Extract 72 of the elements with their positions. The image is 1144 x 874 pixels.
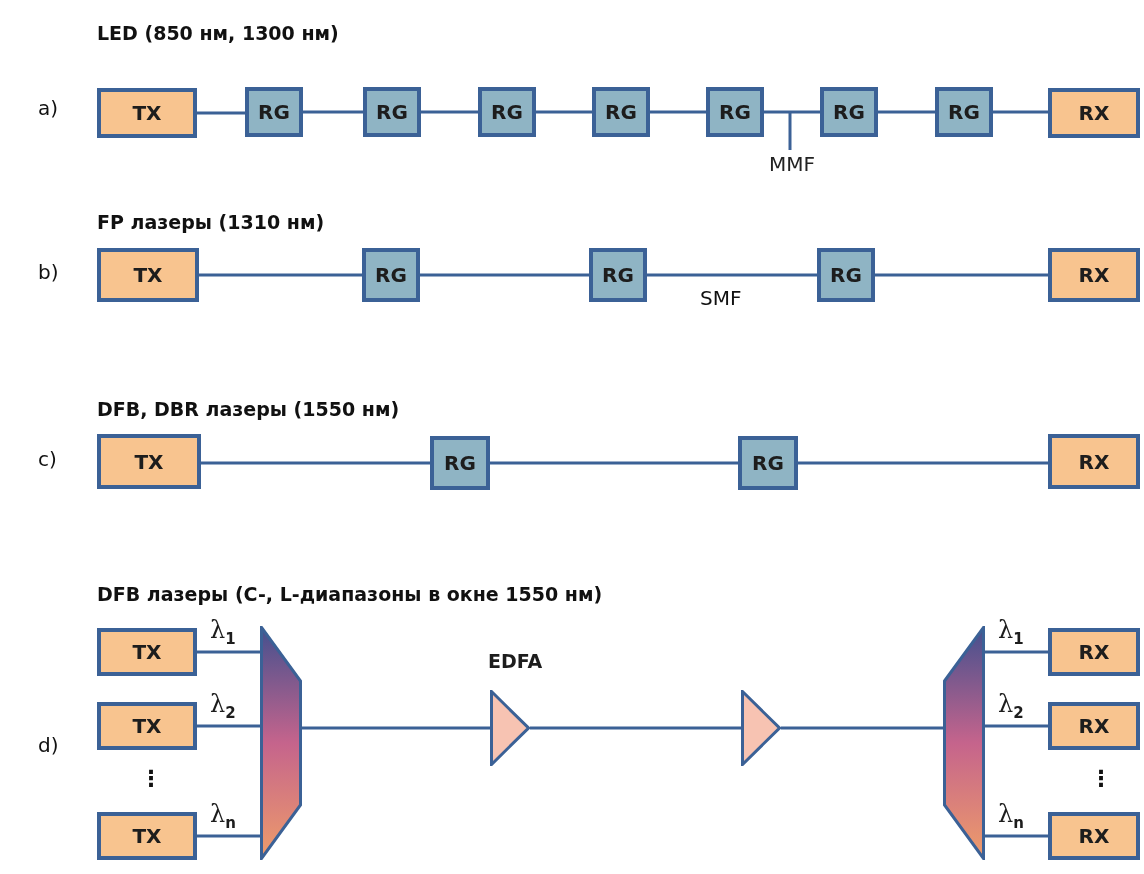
ellipsis-dots: ⋮: [140, 766, 162, 791]
transmitter-box: TX: [97, 248, 199, 302]
fiber-line: [993, 110, 1048, 114]
row-letter: c): [38, 447, 57, 471]
fiber-line: [530, 726, 741, 730]
leader-line: [788, 112, 792, 150]
fiber-line: [781, 726, 943, 730]
fiber-line: [536, 110, 592, 114]
regenerator-box: RG: [592, 87, 650, 137]
transmitter-box: TX: [97, 628, 197, 676]
fiber-line: [197, 650, 260, 654]
regenerator-box: RG: [706, 87, 764, 137]
amplifier-triangle: [490, 690, 530, 766]
row-letter: d): [38, 733, 59, 757]
transmitter-box: TX: [97, 702, 197, 750]
regenerator-box: RG: [589, 248, 647, 302]
regenerator-box: RG: [820, 87, 878, 137]
fiber-label: MMF: [757, 150, 827, 178]
fiber-line: [985, 834, 1048, 838]
multiplexer-shape: [260, 626, 302, 860]
fiber-line: [197, 724, 260, 728]
row-letter: b): [38, 260, 59, 284]
regenerator-box: RG: [245, 87, 303, 137]
row-title: LED (850 нм, 1300 нм): [97, 22, 339, 44]
fiber-line: [199, 273, 362, 277]
regenerator-box: RG: [935, 87, 993, 137]
fiber-line: [985, 650, 1048, 654]
regenerator-box: RG: [362, 248, 420, 302]
edge-label: λ$_{1}$: [209, 618, 237, 647]
fiber-line: [197, 111, 245, 115]
transmitter-box: TX: [97, 812, 197, 860]
fiber-line: [197, 834, 260, 838]
edge-label: λ$_{2}$: [209, 692, 237, 721]
fiber-line: [647, 273, 817, 277]
receiver-box: RX: [1048, 628, 1140, 676]
edge-label: λ$_{2}$: [997, 692, 1025, 721]
edge-label: λ$_{1}$: [997, 618, 1025, 647]
regenerator-box: RG: [430, 436, 490, 490]
regenerator-box: RG: [817, 248, 875, 302]
amplifier-triangle: [741, 690, 781, 766]
fiber-line: [302, 726, 490, 730]
transmitter-box: TX: [97, 88, 197, 138]
fiber-line: [878, 110, 935, 114]
receiver-box: RX: [1048, 88, 1140, 138]
fiber-line: [875, 273, 1048, 277]
demultiplexer-shape: [943, 626, 985, 860]
fiber-line: [764, 110, 820, 114]
fiber-line: [490, 461, 738, 465]
regenerator-box: RG: [738, 436, 798, 490]
receiver-box: RX: [1048, 248, 1140, 302]
row-title: FP лазеры (1310 нм): [97, 211, 325, 233]
fiber-line: [420, 273, 589, 277]
row-title: DFB лазеры (C-, L-диапазоны в окне 1550 нм): [97, 583, 603, 605]
fiber-line: [798, 461, 1048, 465]
regenerator-box: RG: [478, 87, 536, 137]
receiver-box: RX: [1048, 702, 1140, 750]
fiber-line: [201, 461, 430, 465]
receiver-box: RX: [1048, 812, 1140, 860]
fiber-label: SMF: [700, 286, 742, 310]
fiber-line: [985, 724, 1048, 728]
fiber-line: [650, 110, 706, 114]
row-letter: a): [38, 96, 59, 120]
ellipsis-dots: ⋮: [1090, 766, 1112, 791]
fiber-line: [421, 110, 478, 114]
regenerator-box: RG: [363, 87, 421, 137]
edge-label: λ$_{n}$: [997, 802, 1025, 831]
fiber-line: [303, 110, 363, 114]
transmitter-box: TX: [97, 434, 201, 489]
edge-label: λ$_{n}$: [209, 802, 237, 831]
amplifier-label: EDFA: [488, 650, 543, 672]
receiver-box: RX: [1048, 434, 1140, 489]
row-title: DFB, DBR лазеры (1550 нм): [97, 398, 400, 420]
